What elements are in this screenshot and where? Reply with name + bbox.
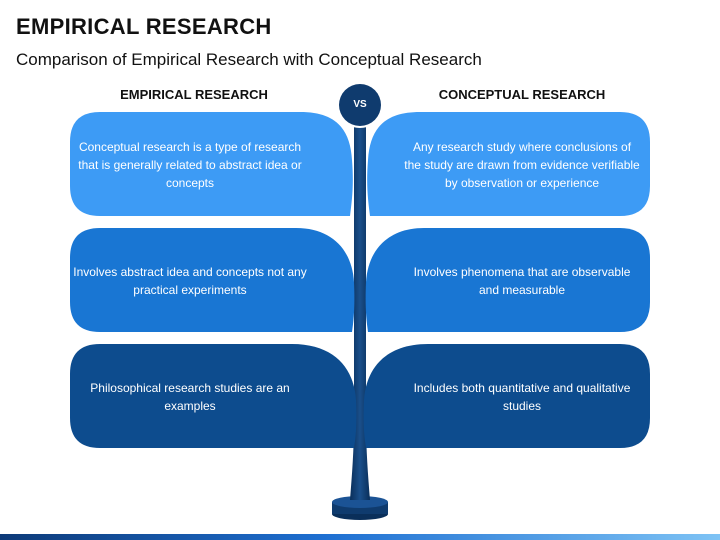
pedestal-top xyxy=(332,496,388,508)
card-left-3 xyxy=(70,344,357,448)
card-right-2 xyxy=(365,228,650,332)
card-left-1 xyxy=(70,112,353,216)
empirical-heading: EMPIRICAL RESEARCH xyxy=(120,87,268,102)
empirical-text-2: Involves abstract idea and concepts not … xyxy=(73,265,307,297)
conceptual-text-2: Involves phenomena that are observable a… xyxy=(413,265,631,297)
vs-label: VS xyxy=(353,99,367,110)
card-right-1 xyxy=(367,112,650,216)
card-left-2 xyxy=(70,228,355,332)
empirical-text-1: Conceptual research is a type of researc… xyxy=(78,140,302,190)
vs-circle xyxy=(339,84,381,126)
page-title: EMPIRICAL RESEARCH xyxy=(16,14,272,39)
page-subtitle: Comparison of Empirical Research with Co… xyxy=(16,50,482,69)
conceptual-heading: CONCEPTUAL RESEARCH xyxy=(438,87,606,102)
conceptual-text-3: Includes both quantitative and qualitati… xyxy=(413,381,631,413)
footer-bar xyxy=(0,534,720,540)
card-right-3 xyxy=(363,344,650,448)
conceptual-text-1: Any research study where conclusions of … xyxy=(404,140,640,190)
empirical-text-3: Philosophical research studies are an ex… xyxy=(90,381,290,413)
